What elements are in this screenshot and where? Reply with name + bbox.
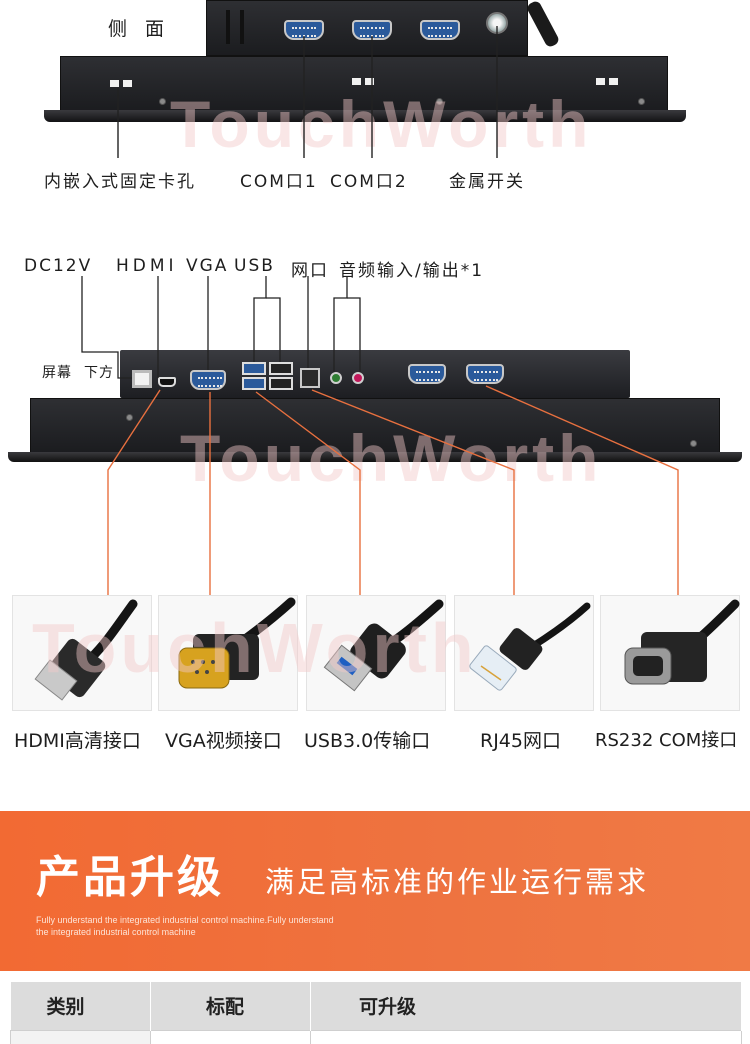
lan-port-icon bbox=[300, 368, 320, 388]
header-standard: 标配 bbox=[150, 982, 311, 1030]
audio-label: 音频输入/输出*1 bbox=[339, 261, 485, 281]
watermark-middle: TouchWorth bbox=[180, 421, 603, 495]
dc12v-label: DC12V bbox=[24, 256, 93, 276]
audio-out-icon bbox=[352, 372, 364, 384]
usb-caption: USB3.0传输口 bbox=[304, 730, 431, 752]
rj45-caption: RJ45网口 bbox=[480, 730, 561, 752]
vga-cable-icon bbox=[178, 597, 296, 689]
header-upgradable: 可升级 bbox=[310, 982, 742, 1030]
side-callout-lines bbox=[117, 26, 498, 158]
watermark-cards: TouchWorth bbox=[32, 609, 478, 687]
upgrade-banner: 产品升级 满足高标准的作业运行需求 Fully understand the i… bbox=[0, 811, 750, 971]
hdmi-caption: HDMI高清接口 bbox=[14, 730, 141, 752]
hdmi-label: HDMI bbox=[116, 256, 178, 276]
header-category: 类别 bbox=[10, 982, 151, 1030]
rs232-caption: RS232 COM接口 bbox=[595, 730, 738, 751]
watermark-top: TouchWorth bbox=[170, 87, 593, 161]
table-row bbox=[10, 1029, 742, 1044]
screen-label: 屏幕 bbox=[42, 365, 72, 381]
vga-port-icon bbox=[190, 370, 226, 390]
hdmi-port-icon bbox=[158, 377, 176, 387]
dc-jack-icon bbox=[132, 370, 152, 388]
audio-in-icon bbox=[330, 372, 342, 384]
hdmi-cable-icon bbox=[34, 599, 138, 701]
port-callout-lines bbox=[81, 276, 679, 596]
banner-english-text: Fully understand the integrated industri… bbox=[36, 915, 334, 937]
usb-label: USB bbox=[234, 256, 275, 276]
metal-switch-label: 金属开关 bbox=[449, 172, 525, 192]
vga-caption: VGA视频接口 bbox=[165, 730, 282, 752]
com2-label: COM口2 bbox=[330, 172, 408, 192]
com3-port-icon bbox=[420, 20, 460, 40]
com-port-b-icon bbox=[466, 364, 504, 384]
usb-cable-card bbox=[306, 595, 446, 711]
spec-table: 类别 标配 可升级 bbox=[10, 982, 742, 1044]
rs232-cable-icon bbox=[624, 599, 740, 685]
hdmi-cable-card bbox=[12, 595, 152, 711]
usb-cable-icon bbox=[323, 599, 444, 692]
lan-label: 网口 bbox=[291, 261, 329, 281]
side-view-label: 侧 面 bbox=[108, 18, 171, 40]
com1-label: COM口1 bbox=[240, 172, 318, 192]
embedded-holes-label: 内嵌入式固定卡孔 bbox=[44, 172, 196, 192]
bottom-label: 下方 bbox=[84, 365, 114, 381]
rj45-cable-card bbox=[454, 595, 594, 711]
usb-ports-icon bbox=[242, 362, 294, 392]
vga-label: VGA bbox=[186, 256, 229, 276]
com-port-a-icon bbox=[408, 364, 446, 384]
vga-cable-card bbox=[158, 595, 298, 711]
rs232-cable-card bbox=[600, 595, 740, 711]
banner-title: 产品升级 bbox=[36, 852, 224, 903]
table-header-row: 类别 标配 可升级 bbox=[10, 982, 742, 1030]
rj45-cable-icon bbox=[469, 602, 591, 691]
banner-subtitle: 满足高标准的作业运行需求 bbox=[265, 865, 650, 899]
